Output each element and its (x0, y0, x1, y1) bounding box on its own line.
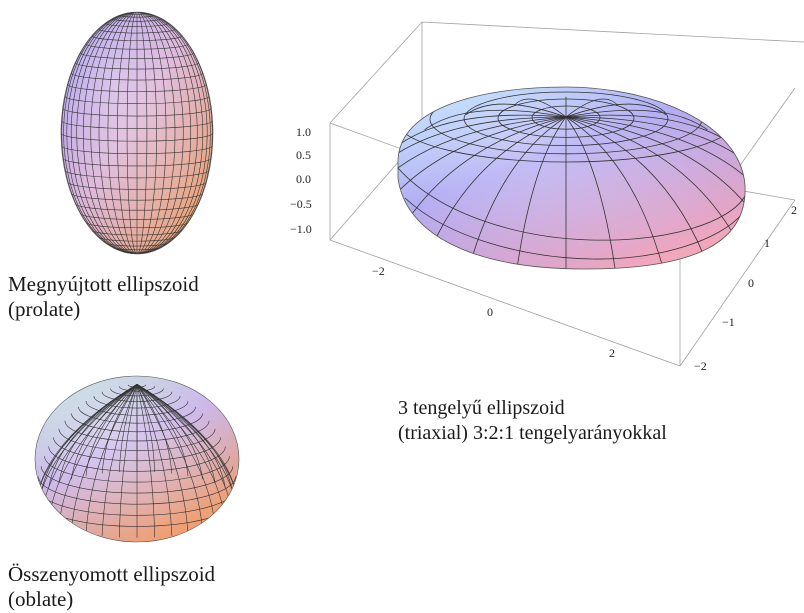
mesh-line (85, 384, 138, 476)
x-tick: 2 (609, 346, 615, 360)
mesh-line (136, 384, 226, 489)
y-tick: 2 (791, 203, 797, 217)
mesh-line (136, 12, 204, 254)
mesh-line (136, 12, 157, 254)
mesh-line (513, 98, 567, 118)
z-tick: −1.0 (290, 222, 312, 236)
prolate-caption: Megnyújtott ellipszoid (prolate) (8, 272, 199, 322)
mesh-line (513, 116, 567, 270)
mesh-line (98, 12, 138, 254)
mesh-line (136, 384, 203, 480)
mesh-line (118, 384, 138, 472)
x-axis: −2 0 2 (372, 264, 615, 360)
z-tick: 0.0 (296, 172, 311, 186)
oblate-caption: Összenyomott ellipszoid (oblate) (8, 562, 215, 612)
mesh-line (117, 12, 138, 254)
y-axis: 2 1 0 −1 −2 (694, 203, 797, 373)
mesh-line (136, 12, 192, 254)
mesh-line (565, 98, 619, 118)
mesh-line (58, 384, 138, 484)
mesh-line (101, 384, 138, 474)
oblate-caption-line2: (oblate) (8, 587, 74, 611)
mesh-line (126, 12, 138, 254)
mesh-line (101, 384, 138, 536)
y-tick: 0 (748, 276, 754, 290)
mesh-line (398, 116, 567, 173)
prolate-mesh (61, 12, 213, 254)
x-tick: 0 (487, 305, 493, 319)
prolate-caption-line2: (prolate) (8, 297, 81, 321)
z-tick: 0.5 (296, 148, 311, 162)
mesh-line (118, 384, 138, 538)
mesh-line (465, 116, 567, 270)
mesh-line (565, 116, 667, 270)
mesh-line (565, 116, 740, 245)
oblate-caption-line1: Összenyomott ellipszoid (8, 562, 216, 586)
mesh-line (565, 116, 708, 265)
mesh-line (136, 384, 189, 476)
mesh-line (136, 384, 156, 472)
mesh-line (398, 116, 567, 198)
mesh-line (465, 103, 567, 118)
mesh-line (63, 12, 138, 254)
oblate-ellipsoid (34, 375, 240, 543)
mesh-line (70, 12, 138, 254)
mesh-line (463, 91, 669, 146)
mesh-line (136, 384, 216, 484)
mesh-line (66, 12, 138, 254)
mesh-line (424, 109, 567, 131)
mesh-line (398, 114, 567, 150)
mesh-line (136, 384, 173, 536)
mesh-line (82, 12, 138, 254)
mesh-line (398, 167, 746, 241)
mesh-line (85, 384, 138, 534)
mesh-line (136, 12, 176, 254)
mesh-line (398, 116, 567, 222)
mesh-line (90, 12, 138, 254)
triaxial-caption: 3 tengelyű ellipszoid (triaxial) 3:2:1 t… (398, 396, 667, 446)
mesh-line (76, 12, 138, 254)
triaxial-plot: 1.0 0.5 0.0 −0.5 −1.0 −2 0 2 2 1 0 −1 −2 (290, 21, 804, 373)
z-tick: −0.5 (290, 197, 312, 211)
mesh-line (136, 12, 184, 254)
mesh-line (136, 12, 211, 254)
mesh-line (136, 384, 156, 538)
mesh-line (48, 384, 138, 489)
prolate-caption-line1: Megnyújtott ellipszoid (8, 272, 199, 296)
y-tick: 1 (764, 236, 770, 250)
triaxial-caption-line2: (triaxial) 3:2:1 tengelyarányokkal (398, 422, 667, 444)
x-tick: −2 (372, 264, 385, 278)
mesh-line (565, 109, 708, 131)
mesh-line (107, 12, 138, 254)
mesh-line (136, 384, 189, 534)
mesh-line (71, 384, 138, 531)
mesh-line (565, 103, 667, 118)
z-axis: 1.0 0.5 0.0 −0.5 −1.0 (290, 125, 312, 236)
mesh-line (565, 116, 746, 222)
mesh-line (136, 12, 148, 254)
mesh-line (404, 197, 743, 260)
mesh-line (136, 12, 198, 254)
prolate-ellipsoid (60, 11, 214, 255)
mesh-line (136, 12, 167, 254)
mesh-line (136, 12, 208, 254)
mesh-line (565, 116, 619, 270)
z-tick: 1.0 (296, 125, 311, 139)
mesh-line (565, 116, 746, 198)
mesh-line (136, 384, 203, 531)
y-tick: −2 (694, 359, 707, 373)
mesh-line (136, 384, 173, 474)
mesh-line (71, 384, 138, 480)
y-tick: −1 (722, 315, 735, 329)
triaxial-caption-line1: 3 tengelyű ellipszoid (398, 397, 565, 419)
